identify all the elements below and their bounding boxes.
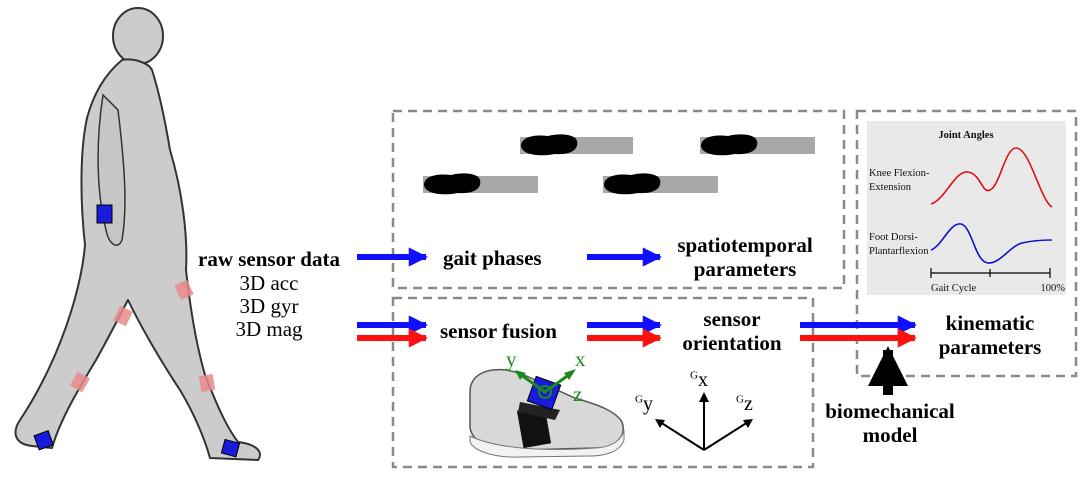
global-y-letter: y (642, 393, 653, 415)
kinematic-line1: kinematic (945, 311, 1035, 335)
acc-line: 3D acc (239, 271, 299, 295)
global-y-prefix: G (635, 393, 643, 406)
series-line-knee (930, 147, 1053, 208)
global-axes (655, 392, 753, 451)
fusion-box (391, 296, 815, 469)
global-z-letter: z (743, 393, 753, 415)
foot-label-line1: Foot Dorsi- (869, 232, 918, 243)
chart-title: Joint Angles (938, 130, 993, 141)
global-x-prefix: G (690, 369, 698, 382)
shoe-axis-z: z (573, 382, 583, 406)
global-x-letter: x (697, 369, 708, 391)
knee-label-line2: Extension (869, 182, 912, 193)
raw-sensor-data-title: raw sensor data (198, 247, 340, 271)
sensor-right-shank (198, 373, 216, 393)
shoe-image (469, 368, 625, 458)
shoe-axis-x: x (575, 347, 586, 371)
foot-label-line2: Plantarflexion (869, 246, 929, 257)
spatiotemporal-line2: parameters (693, 257, 797, 281)
global-axis-x-label: Gx (690, 369, 708, 392)
gait-phases-label: gait phases (443, 246, 542, 270)
x-axis-label: Gait Cycle (931, 283, 977, 294)
knee-label-line1: Knee Flexion- (869, 168, 930, 179)
global-z-prefix: G (736, 393, 744, 406)
sensor-hip (96, 204, 113, 224)
x-axis-end-label: 100% (1041, 283, 1066, 294)
global-axis-y-label: Gy (635, 393, 653, 416)
kinematic-box (855, 109, 1078, 378)
series-line-foot (930, 223, 1053, 264)
gait-box (391, 109, 846, 290)
sensor-right-foot (220, 438, 241, 458)
sensor-orientation-line2: orientation (682, 331, 782, 355)
sensor-left-thigh (113, 305, 133, 327)
sensor-right-thigh (174, 279, 194, 301)
mag-line: 3D mag (235, 317, 303, 341)
arrows (357, 247, 917, 395)
human-silhouette (14, 7, 261, 461)
biomechanical-line1: biomechanical (825, 399, 955, 423)
gyr-line: 3D gyr (239, 294, 299, 318)
sensor-fusion-label: sensor fusion (440, 319, 557, 343)
sensor-orientation-line1: sensor (703, 307, 761, 331)
sensor-left-foot (33, 430, 54, 451)
shoe-axis-y: y (506, 347, 517, 371)
global-axis-z-label: Gz (736, 393, 753, 416)
chart-background (867, 121, 1066, 295)
spatiotemporal-line1: spatiotemporal (677, 233, 813, 257)
biomechanical-line2: model (862, 423, 918, 447)
footprints (423, 134, 815, 195)
sensor-left-shank (69, 371, 91, 393)
kinematic-line2: parameters (938, 335, 1042, 359)
joint-angle-chart: Joint Angles Knee Flexion- Extension Foo… (867, 121, 1066, 295)
